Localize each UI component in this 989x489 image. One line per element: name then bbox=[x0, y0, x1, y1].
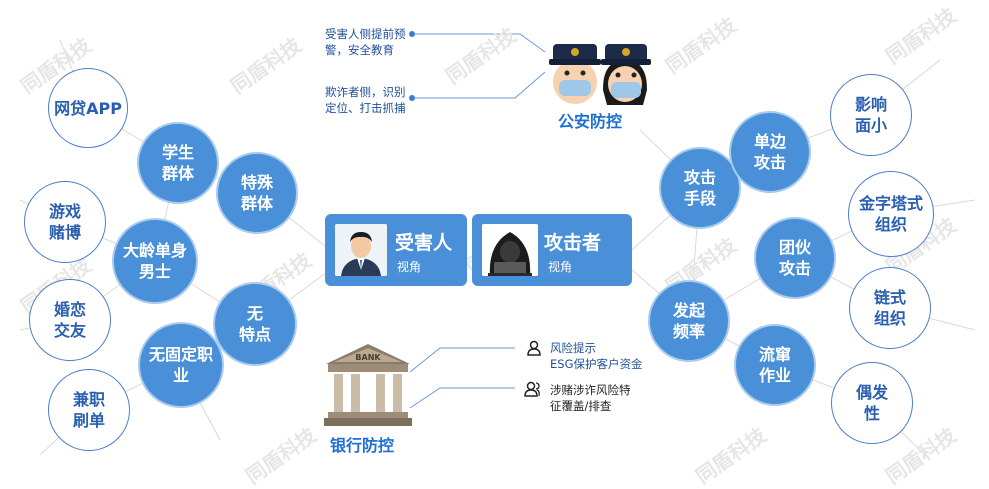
node-dating: 婚恋 交友 bbox=[29, 279, 111, 361]
victim-card-title: 受害人 bbox=[395, 232, 453, 254]
node-special-group: 特殊 群体 bbox=[216, 152, 298, 234]
node-unilateral-attack: 单边 攻击 bbox=[729, 111, 811, 193]
police-note-dot bbox=[409, 95, 415, 101]
node-no-fixed-job: 无固定职 业 bbox=[138, 322, 224, 408]
attacker-card-title: 攻击者 bbox=[544, 232, 602, 254]
victim-card-subtitle: 视角 bbox=[397, 260, 422, 274]
node-game-gambling: 游戏 赌博 bbox=[24, 181, 106, 263]
bank-sign: BANK bbox=[355, 353, 381, 362]
bank-title: 银行防控 bbox=[330, 436, 395, 455]
node-loan-app: 网贷APP bbox=[48, 68, 128, 148]
bank-building-image: BANK bbox=[324, 344, 412, 426]
police-note-fraudster: 欺诈者侧，识别 定位、打击抓捕 bbox=[325, 85, 406, 115]
police-note-victim: 受害人侧提前预 警，安全教育 bbox=[325, 27, 406, 57]
node-student-group: 学生 群体 bbox=[137, 122, 219, 204]
police-note-dot bbox=[409, 31, 415, 37]
bank-note-risk-warning: 风险提示 ESG保护客户资金 bbox=[550, 341, 643, 371]
person-icon bbox=[527, 340, 541, 356]
node-no-features: 无 特点 bbox=[213, 282, 297, 366]
node-older-single-men: 大龄单身 男士 bbox=[112, 218, 198, 304]
victim-perspective-card: 受害人 视角 bbox=[325, 214, 467, 286]
node-small-impact: 影响 面小 bbox=[830, 74, 912, 156]
node-occasional: 偶发 性 bbox=[831, 362, 913, 444]
attacker-perspective-card: 攻击者 视角 bbox=[472, 214, 632, 286]
node-attack-method: 攻击 手段 bbox=[659, 147, 741, 229]
node-attack-frequency: 发起 频率 bbox=[648, 280, 730, 362]
hacker-avatar bbox=[482, 224, 538, 276]
node-roving-operation: 流窜 作业 bbox=[734, 324, 816, 406]
police-officers-image bbox=[549, 44, 651, 105]
node-pyramid-org: 金字塔式 组织 bbox=[848, 171, 934, 257]
victim-avatar bbox=[335, 224, 387, 276]
attacker-card-subtitle: 视角 bbox=[548, 260, 573, 274]
bank-note-gambling-fraud: 涉赌涉诈风险特 征覆盖/排查 bbox=[550, 383, 631, 413]
group-icon bbox=[524, 381, 540, 397]
node-gang-attack: 团伙 攻击 bbox=[754, 217, 836, 299]
node-chain-org: 链式 组织 bbox=[849, 267, 931, 349]
police-title: 公安防控 bbox=[558, 112, 623, 131]
node-parttime-brushing: 兼职 刷单 bbox=[48, 369, 130, 451]
